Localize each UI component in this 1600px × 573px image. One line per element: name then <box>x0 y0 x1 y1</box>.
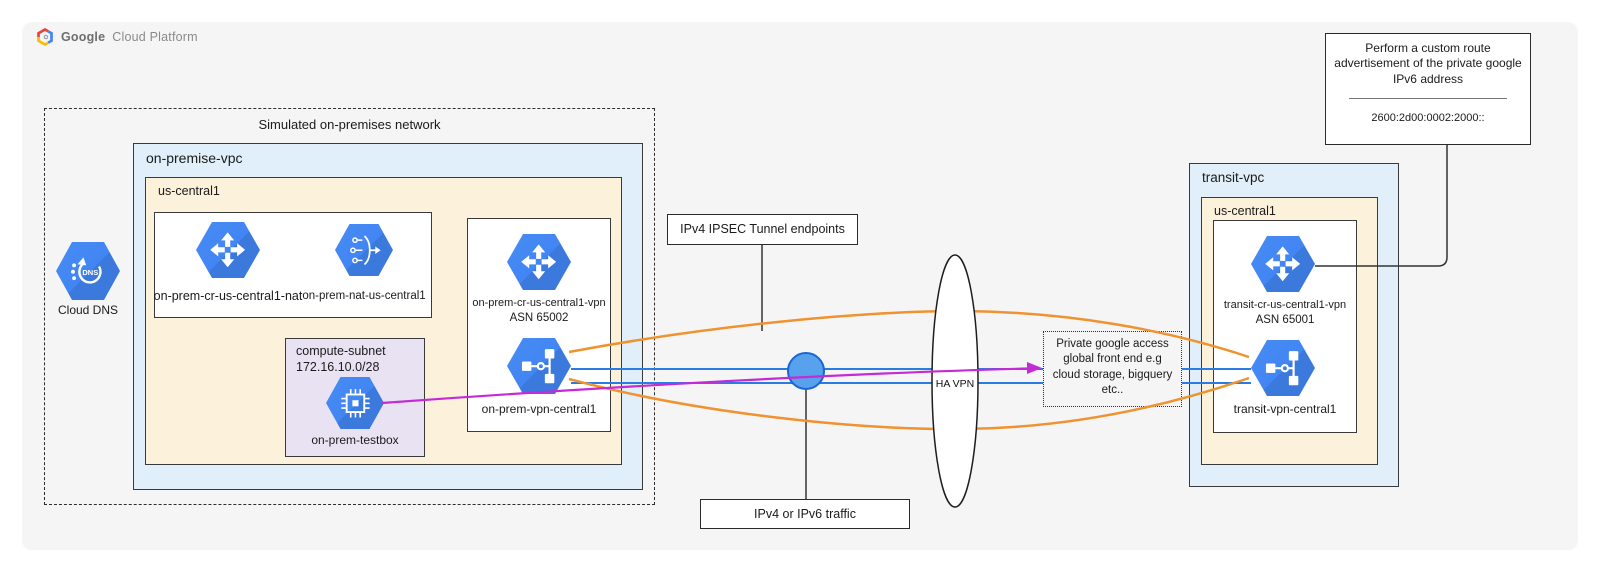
subnet-cidr: 172.16.10.0/28 <box>296 359 380 374</box>
pga-note-line: global front end e.g <box>1063 353 1162 366</box>
onprem-vpc-label: on-premise-vpc <box>146 150 243 166</box>
subnet-name: compute-subnet <box>296 344 386 358</box>
cloud-router-icon <box>196 222 260 278</box>
dns-icon-text: DNS <box>83 269 99 278</box>
cloud-router-icon <box>507 234 571 290</box>
onprem-nat-group-box <box>154 212 432 318</box>
onprem-vpn-router-label: on-prem-cr-us-central1-vpn <box>472 297 606 309</box>
transit-router-asn: ASN 65001 <box>1255 314 1315 326</box>
route-advert-callout: Perform a custom route advertisement of … <box>1325 33 1531 145</box>
callout-divider <box>1349 98 1507 100</box>
onprem-nat-router-label: on-prem-cr-us-central1-nat <box>153 289 303 303</box>
ipsec-endpoints-label-box: IPv4 IPSEC Tunnel endpoints <box>667 214 858 245</box>
private-google-access-note: Private google access global front end e… <box>1043 331 1182 407</box>
onprem-title: Simulated on-premises network <box>258 117 441 132</box>
traffic-label-box: IPv4 or IPv6 traffic <box>700 499 910 529</box>
onprem-vpn-gateway-label: on-prem-vpn-central1 <box>481 402 597 416</box>
gcp-logo-icon <box>37 28 53 46</box>
transit-vpn-gateway-label: transit-vpn-central1 <box>1233 402 1337 416</box>
brand-name-primary: Google <box>61 30 106 44</box>
cloud-dns-label: Cloud DNS <box>57 303 119 317</box>
pga-note-line: Private google access <box>1056 338 1169 350</box>
gcp-brand: Google Cloud Platform <box>36 28 198 46</box>
transit-region-label: us-central1 <box>1214 204 1276 218</box>
onprem-dashed-container: Simulated on-premises network <box>44 108 655 505</box>
callout-text-line: advertisement of the private google <box>1334 56 1522 71</box>
pga-note-line: etc.. <box>1101 384 1124 397</box>
pga-note-line: cloud storage, bigquery <box>1052 368 1173 381</box>
callout-route-value: 2600:2d00:0002:2000:: <box>1371 112 1485 125</box>
callout-text-line: Perform a custom route <box>1365 41 1491 55</box>
onprem-nat-label: on-prem-nat-us-central1 <box>302 290 426 302</box>
brand-name-secondary: Cloud Platform <box>112 30 198 44</box>
callout-text-line: IPv6 address <box>1392 71 1464 86</box>
transit-vpc-label: transit-vpc <box>1202 170 1265 185</box>
onprem-region-label: us-central1 <box>158 184 220 198</box>
transit-router-label: transit-cr-us-central1-vpn <box>1223 299 1347 311</box>
onprem-vpn-router-asn: ASN 65002 <box>509 312 569 324</box>
onprem-testbox-label: on-prem-testbox <box>311 433 399 447</box>
